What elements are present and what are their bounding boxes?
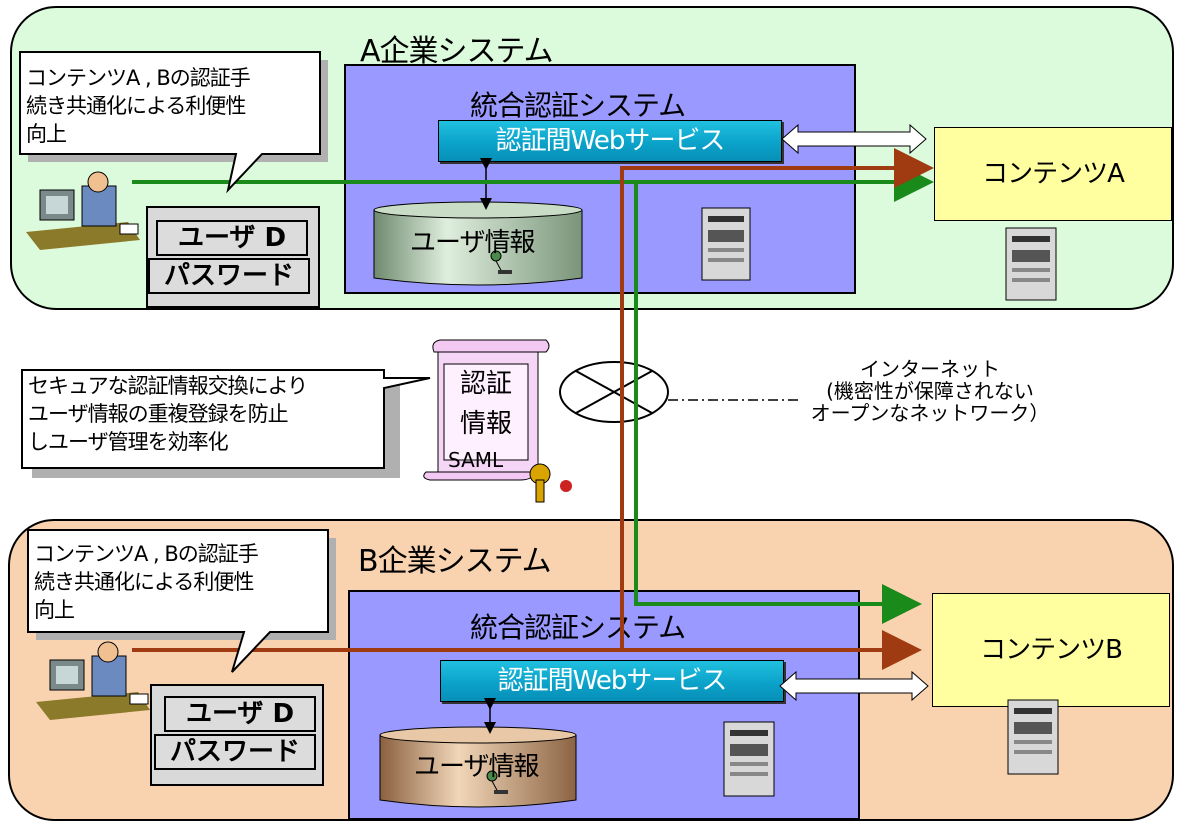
callout-a (19, 51, 328, 194)
web-service-link-b (779, 670, 929, 702)
callout-a-text: コンテンツA , Bの認証手 続き共通化による利便性 向上 (26, 66, 251, 146)
server-icon-contents-b (1007, 699, 1059, 775)
system-a-web-service: 認証間Webサービス (438, 120, 782, 162)
callout-middle (21, 369, 431, 478)
saml-scroll-label: 認証 情報 (459, 369, 512, 439)
contents-b-box: コンテンツB (932, 593, 1170, 707)
brown-flow (132, 148, 934, 670)
db-mini-icon-a (490, 250, 512, 274)
system-b-user-db-label: ユーザ情報 (414, 752, 539, 782)
callout-middle-text: セキュアな認証情報交換により ユーザ情報の重複登録を防止 しユーザ管理を効率化 (28, 374, 308, 454)
password-field-a: パスワード (148, 258, 310, 294)
saml-tag: SAML (448, 448, 504, 472)
user-b-workstation (36, 641, 150, 720)
user-id-field-a: ユーザ D (156, 220, 308, 256)
web-service-link-a (781, 123, 927, 155)
server-icon-contents-a (1005, 227, 1057, 301)
callout-b-text: コンテンツA , Bの認証手 続き共通化による利便性 向上 (34, 542, 259, 622)
server-icon-auth-a (701, 207, 751, 281)
system-b-title: B企業システム (358, 544, 552, 579)
system-a-user-db-label: ユーザ情報 (410, 228, 535, 258)
internet-node (559, 361, 800, 423)
user-a-workstation (26, 171, 140, 250)
saml-scroll (423, 339, 572, 503)
user-id-field-b: ユーザ D (164, 696, 316, 732)
system-b-user-db (379, 726, 577, 808)
system-a-title: A企業システム (360, 34, 554, 69)
contents-a-box: コンテンツA (934, 127, 1172, 221)
green-flow (132, 162, 934, 624)
system-a-user-db (373, 201, 583, 286)
server-icon-auth-b (723, 721, 775, 797)
system-b-web-service: 認証間Webサービス (440, 660, 784, 702)
system-a-auth-title: 統合認証システム (470, 89, 686, 122)
system-b-auth-title: 統合認証システム (470, 611, 686, 644)
callout-b (27, 529, 336, 673)
db-mini-icon-b (486, 770, 508, 794)
internet-label: インターネット (機密性が保障されない オープンなネットワーク） (810, 357, 1050, 425)
password-field-b: パスワード (154, 734, 316, 770)
